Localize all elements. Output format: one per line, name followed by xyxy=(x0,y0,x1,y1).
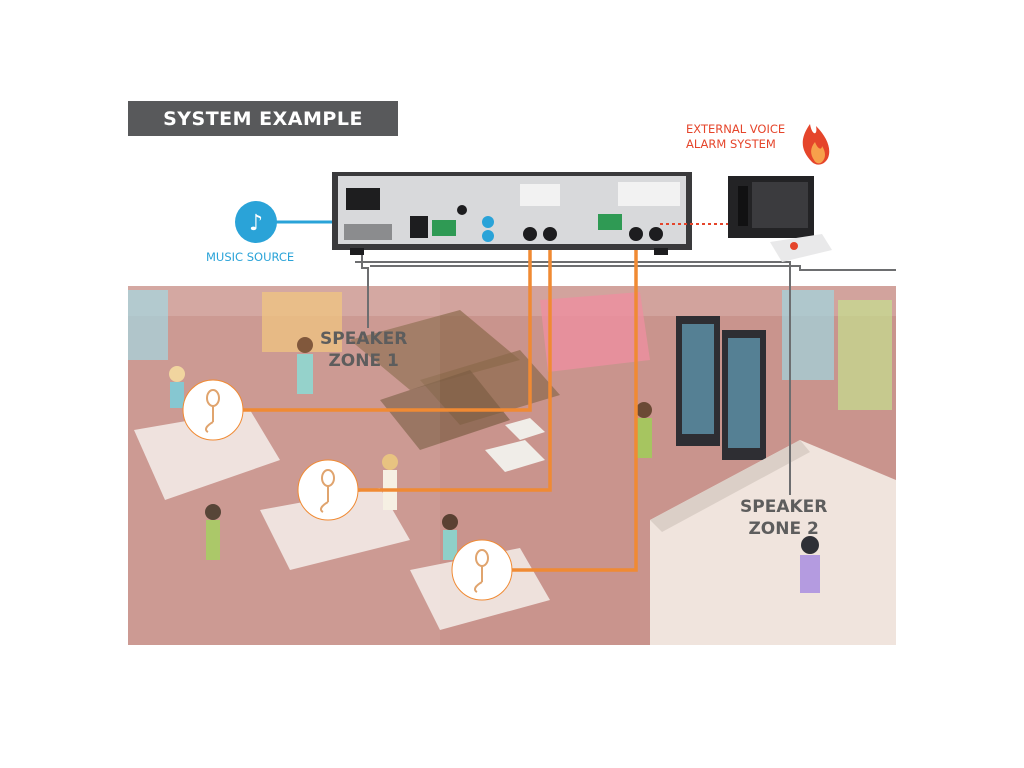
store-floor xyxy=(128,286,896,645)
mic-cables xyxy=(240,236,638,572)
microphone-icon xyxy=(204,389,220,433)
speaker-wiring xyxy=(355,255,896,495)
svg-text:♪: ♪ xyxy=(249,211,263,236)
title-banner: SYSTEM EXAMPLE xyxy=(128,101,398,136)
speaker-zone-2-label: SPEAKER ZONE 2 xyxy=(740,497,828,539)
music-source: ♪ xyxy=(235,201,480,243)
amplifier-rear-panel xyxy=(332,172,692,255)
speaker-zone-1-label: SPEAKER ZONE 1 xyxy=(320,329,408,371)
voice-alarm-unit xyxy=(728,176,832,262)
microphone-badge-2 xyxy=(297,459,359,521)
microphone-icon xyxy=(473,549,489,593)
microphone-icon xyxy=(319,469,335,513)
title-text: SYSTEM EXAMPLE xyxy=(163,107,363,130)
flame-icon xyxy=(802,124,830,165)
music-note-icon xyxy=(235,201,277,243)
microphone-badge-3 xyxy=(451,539,513,601)
external-voice-alarm-label: EXTERNAL VOICE ALARM SYSTEM xyxy=(686,122,786,151)
music-source-label: MUSIC SOURCE xyxy=(206,250,295,264)
microphone-badge-1 xyxy=(182,379,244,441)
